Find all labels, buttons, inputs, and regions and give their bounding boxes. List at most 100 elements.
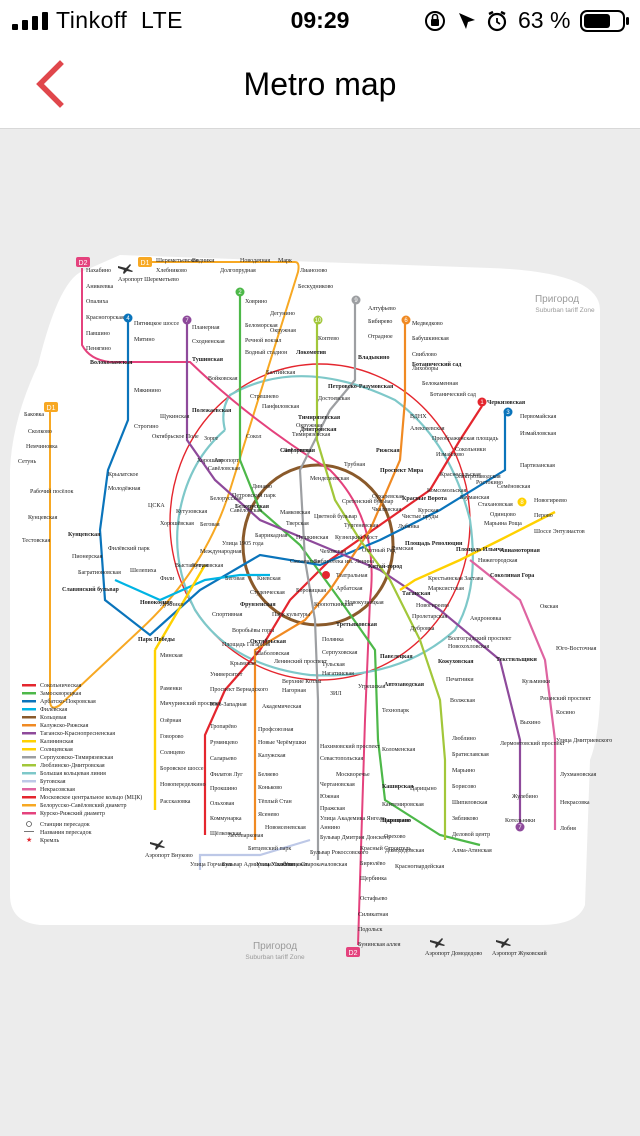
station-label: Тропарёво [210,724,237,730]
map-legend: Сокольническая Замоскворецкая Арбатско-П… [22,683,142,844]
station-label: Ольховая [210,801,234,807]
station-label: Киевская [257,576,281,582]
station-label: Петровский парк [232,492,276,499]
station-label: Таганская [402,591,431,597]
station-label: Академическая [262,704,302,710]
station-label: Дмитровская [300,427,337,433]
svg-text:Серпуховско-Тимирязевская: Серпуховско-Тимирязевская [40,755,113,761]
station-label: Некрасовка [560,800,590,806]
station-label: Кутузовская [192,563,223,569]
station-label: Тверская [286,521,309,527]
station-label: Белорусская [235,504,270,510]
station-label: Сходненская [192,339,225,345]
line-kalininskaya [399,510,556,591]
line-filyovskaya [114,573,270,602]
station-label: Спортивная [212,612,243,618]
station-label: Планерная [192,325,220,331]
metro-map[interactable]: D2 D1 D1 D2 1 2 3 4 6 7 7 8 9 10 Пригоро… [0,129,640,1136]
station-label: Белокаменная [422,381,458,387]
station-label: Нагатинская [322,671,354,677]
station-label: Водный стадион [245,349,288,356]
station-label: Водники [192,258,215,264]
station-label: Сетунь [18,459,36,465]
station-label: Нахабино [86,267,111,274]
airplane-icon [150,840,165,850]
station-label: Баковка [24,412,44,418]
suburban-zone-label-ru: Пригород [535,294,579,305]
legend-item: Арбатско-Покровская [22,698,96,705]
station-label: Кантемировская [382,802,424,808]
station-label: Свиблово [412,351,437,358]
legend-item: ★Кремль [26,836,59,844]
station-label: Савёловская [230,508,262,514]
station-label: Проспект Вернадского [210,687,268,693]
station-label: Шаболовская [255,650,290,657]
station-label: Чертановская [320,782,355,788]
station-label: Шереметьевская [156,258,199,264]
station-label: Щербинка [360,875,387,882]
station-label: Парк культуры [272,612,310,618]
station-label: Южная [320,794,339,800]
svg-text:Калужско-Рижская: Калужско-Рижская [40,723,89,729]
station-label: Лианозово [300,268,327,274]
station-label: Пушкинская [296,535,328,541]
station-label: Балтийская [266,369,295,376]
station-label: Курская [418,508,439,514]
station-label: Павелецкая [380,654,413,660]
map-sheet [10,255,600,925]
badge-d2-top: D2 [79,260,88,267]
station-label: Алма-Атинская [452,848,492,854]
station-label: Волжская [450,698,475,704]
svg-text:3: 3 [506,410,510,416]
station-label: Сколково [28,429,52,435]
station-label: Лесопарковая [228,833,263,839]
legend-item: Названия пересадок [24,830,92,836]
legend-item: Солнцевская [22,747,73,753]
station-label: Опалиха [86,299,108,305]
svg-text:9: 9 [354,298,358,304]
station-label: Динамо [252,484,272,490]
station-label: Цветной бульвар [314,513,357,520]
station-label: Красные Ворота [402,496,447,502]
station-label: Новогиреево [534,498,567,504]
station-label: Лермонтовский проспект [500,740,565,747]
station-label: Румянцево [210,740,238,746]
station-label: Электрозаводская [455,474,501,480]
station-label: Прокшино [210,786,237,792]
station-label: Раменки [160,686,183,692]
station-label: Солнцево [160,750,185,756]
metro-map-viewport[interactable]: D2 D1 D1 D2 1 2 3 4 6 7 7 8 9 10 Пригоро… [0,129,640,1136]
diameter-d2 [81,268,373,946]
legend-item: Белорусско-Савёловский диаметр [22,802,127,809]
station-label: Деловой центр [452,831,490,838]
cellular-signal-icon [12,12,48,30]
station-label: Чеховская [320,549,346,555]
station-label: Марьина Роща [484,521,522,527]
station-label: Новокузнецкая [345,600,384,606]
station-label: Багратионовская [78,570,121,576]
circle-line [241,463,395,627]
station-label: Лихоборы [412,365,438,372]
back-chevron-icon[interactable] [26,58,74,110]
station-label: Хорошёво [197,458,223,464]
station-label: Рабочий посёлок [30,488,74,495]
station-label: Минская [160,653,183,659]
svg-text:Арбатско-Покровская: Арбатско-Покровская [40,698,96,705]
legend-item: Замоскворецкая [22,691,81,697]
station-label: Дегунино [270,311,295,317]
station-label: Беговая [200,522,220,528]
station-label: Лухмановская [560,772,596,778]
airplane-icon [430,938,445,948]
svg-text:Большая кольцевая линия: Большая кольцевая линия [40,771,106,777]
navigation-bar: Metro map [0,40,640,129]
station-label: Алексеевская [410,426,445,432]
svg-text:Сокольническая: Сокольническая [40,683,82,689]
station-label: Семёновская [497,484,530,490]
station-label: Марьино [452,768,475,774]
station-label: Воробьёвы горы [232,627,274,634]
badge-d2-south: D2 [349,950,358,957]
station-label: Выставочная [175,563,209,569]
station-label: Авиамоторная [500,548,541,554]
station-label: Печатники [446,677,474,683]
svg-text:10: 10 [315,318,322,324]
